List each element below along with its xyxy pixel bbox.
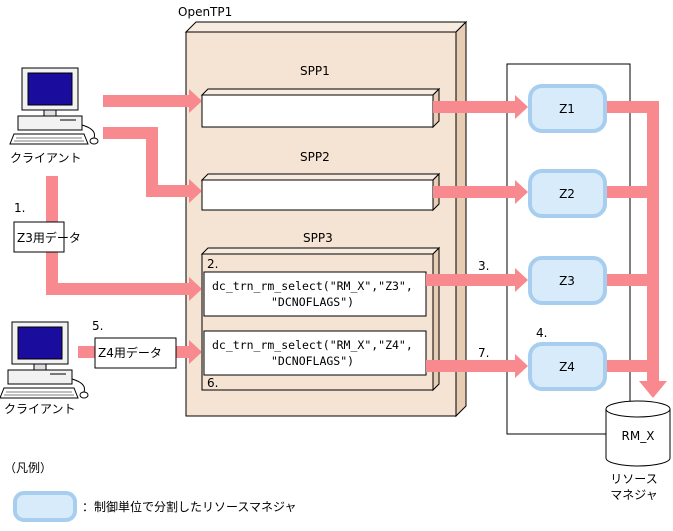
zone-z1: Z1 <box>528 84 607 133</box>
arrow-client-spp3 <box>46 176 189 295</box>
zone-z2-label: Z2 <box>559 187 575 201</box>
z3-data-label: Z3用データ <box>17 230 81 245</box>
step-4: 4. <box>536 326 547 340</box>
flow-arrows <box>46 89 667 398</box>
client-bottom-label: クライアント <box>4 402 76 416</box>
spp1-label: SPP1 <box>300 64 330 78</box>
step-6: 6. <box>207 376 218 390</box>
step-2: 2. <box>207 257 218 271</box>
resource-manager-caption-2: マネジャ <box>610 488 657 502</box>
resource-manager-frame <box>506 63 631 435</box>
spp3-label: SPP3 <box>303 231 333 245</box>
zone-z1-label: Z1 <box>559 102 575 116</box>
spp1-box <box>200 87 441 129</box>
database-icon <box>605 400 671 467</box>
zone-z2: Z2 <box>528 169 607 218</box>
zone-z3: Z3 <box>528 256 607 305</box>
step-3: 3. <box>478 259 489 273</box>
opentp1-title: OpenTP1 <box>178 5 232 19</box>
zone-z3-label: Z3 <box>559 274 575 288</box>
call-z4-line1: dc_trn_rm_select("RM_X","Z4", <box>212 338 413 352</box>
step-5: 5. <box>92 319 103 333</box>
spp2-label: SPP2 <box>300 150 330 164</box>
arrow-client-spp1 <box>103 95 189 107</box>
client-computer-icon <box>9 67 99 145</box>
legend-zone-swatch <box>13 491 77 522</box>
call-z3-line1: dc_trn_rm_select("RM_X","Z3", <box>212 279 413 293</box>
client-computer-icon <box>0 321 89 399</box>
call-z3-line2: "DCNOFLAGS") <box>271 295 354 309</box>
z3-data-box <box>13 221 65 253</box>
database-label: RM_X <box>622 429 655 443</box>
step-1: 1. <box>14 201 25 215</box>
legend-item-text: ：制御単位で分割したリソースマネジャ <box>82 499 296 514</box>
resource-manager-caption-1: リソース <box>610 472 657 486</box>
zone-z4-label: Z4 <box>559 360 575 374</box>
spp2-box <box>200 172 441 212</box>
spp3-box <box>200 246 441 392</box>
call-z4-line2: "DCNOFLAGS") <box>271 354 354 368</box>
z4-data-box <box>94 337 177 369</box>
zone-z4: Z4 <box>528 342 607 391</box>
client-top-label: クライアント <box>10 151 82 165</box>
legend-title: （凡例） <box>4 461 52 475</box>
arrow-client-spp2 <box>103 127 189 197</box>
z4-data-label: Z4用データ <box>98 345 162 360</box>
step-7: 7. <box>478 346 489 360</box>
